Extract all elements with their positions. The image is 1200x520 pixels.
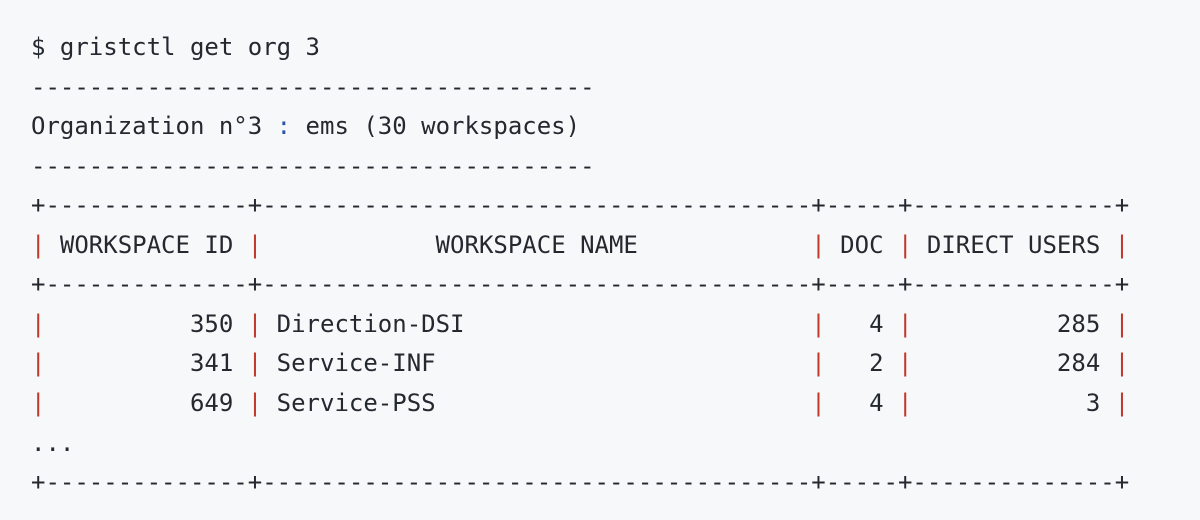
column-separator-icon: |: [31, 231, 46, 259]
column-header-direct-users: DIRECT USERS: [912, 231, 1115, 259]
column-separator-icon: |: [811, 310, 826, 338]
column-separator-icon: |: [247, 231, 263, 259]
cell-workspace-id: 649: [45, 389, 248, 417]
column-separator-icon: |: [1114, 231, 1130, 259]
table-border-top: +--------------+------------------------…: [31, 186, 1129, 225]
cell-doc: 4: [825, 310, 898, 338]
shell-prompt-and-command: $ gristctl get org 3: [31, 33, 320, 61]
table-border-bottom: +--------------+------------------------…: [31, 463, 1129, 502]
column-separator-icon: |: [897, 389, 913, 417]
column-separator-icon: |: [31, 310, 46, 338]
column-separator-icon: |: [811, 389, 826, 417]
organization-label: Organization n°3: [31, 112, 277, 140]
column-separator-icon: |: [247, 389, 263, 417]
truncation-ellipsis: ...: [31, 424, 74, 463]
column-header-workspace-name: WORKSPACE NAME: [262, 231, 812, 259]
column-separator-icon: |: [31, 349, 46, 377]
organization-name-and-count: ems (30 workspaces): [291, 112, 581, 140]
table-border-top-text: +--------------+------------------------…: [31, 191, 1130, 219]
cell-direct-users: 284: [912, 349, 1115, 377]
organization-header-line: Organization n°3 : ems (30 workspaces): [31, 107, 580, 146]
rule-top-text: ---------------------------------------: [31, 73, 595, 101]
column-separator-icon: |: [1114, 310, 1130, 338]
truncation-ellipsis-text: ...: [31, 429, 75, 457]
rule-bottom-text: ---------------------------------------: [31, 152, 595, 180]
table-row: | 341 | Service-INF | 2 | 284 |: [31, 344, 1129, 383]
table-row: | 649 | Service-PSS | 4 | 3 |: [31, 384, 1129, 423]
rule-top: ---------------------------------------: [31, 68, 595, 107]
column-separator-icon: |: [1114, 349, 1130, 377]
column-separator-icon: |: [247, 349, 263, 377]
table-border-bottom-text: +--------------+------------------------…: [31, 468, 1130, 496]
table-border-header-text: +--------------+------------------------…: [31, 270, 1130, 298]
table-header-row: | WORKSPACE ID | WORKSPACE NAME | DOC | …: [31, 226, 1129, 265]
column-separator-icon: |: [247, 310, 263, 338]
table-border-header: +--------------+------------------------…: [31, 265, 1129, 304]
rule-bottom: ---------------------------------------: [31, 147, 595, 186]
cell-workspace-name: Service-PSS: [262, 389, 812, 417]
column-separator-icon: |: [811, 231, 826, 259]
column-separator-icon: |: [897, 231, 913, 259]
column-separator-icon: |: [811, 349, 826, 377]
cell-workspace-id: 341: [45, 349, 248, 377]
cell-direct-users: 285: [912, 310, 1115, 338]
column-separator-icon: |: [31, 389, 46, 417]
cell-workspace-name: Direction-DSI: [262, 310, 812, 338]
command-line: $ gristctl get org 3: [31, 28, 320, 67]
column-separator-icon: |: [1114, 389, 1130, 417]
cell-direct-users: 3: [912, 389, 1115, 417]
cell-doc: 2: [825, 349, 898, 377]
column-separator-icon: |: [897, 310, 913, 338]
cell-workspace-name: Service-INF: [262, 349, 812, 377]
organization-colon-separator: :: [276, 112, 292, 140]
table-row: | 350 | Direction-DSI | 4 | 285 |: [31, 305, 1129, 344]
column-header-doc: DOC: [825, 231, 898, 259]
column-separator-icon: |: [897, 349, 913, 377]
column-header-workspace-id: WORKSPACE ID: [45, 231, 248, 259]
cell-workspace-id: 350: [45, 310, 248, 338]
cell-doc: 4: [825, 389, 898, 417]
